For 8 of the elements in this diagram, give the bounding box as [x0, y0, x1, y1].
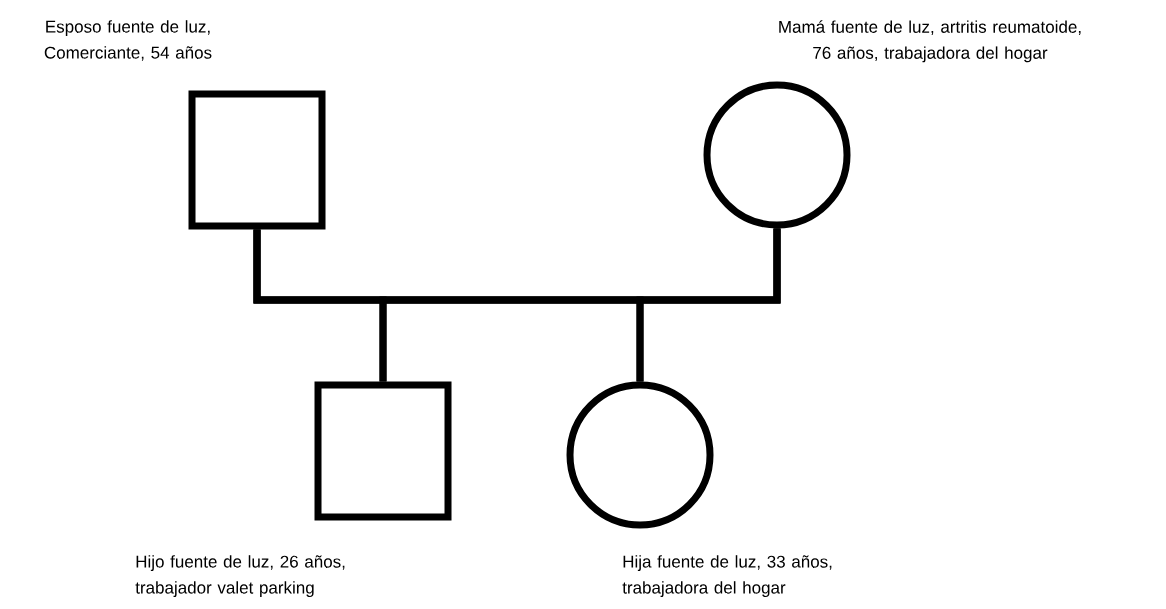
person-label: Mamá fuente de luz, artritis reumatoide, 76 años, trabajadora del hogar [779, 20, 1081, 63]
square-symbol [314, 381, 452, 521]
person-label: Hija fuente de luz, 33 años, trabajadora del hogar [622, 555, 832, 598]
square-symbol [188, 90, 326, 230]
person-label: Esposo fuente de luz, Comerciante, 54 años [44, 20, 212, 61]
circle-symbol [566, 381, 714, 529]
circle-symbol [703, 81, 851, 229]
person-label: Hijo fuente de luz, 26 años, trabajador valet parking [135, 555, 345, 598]
